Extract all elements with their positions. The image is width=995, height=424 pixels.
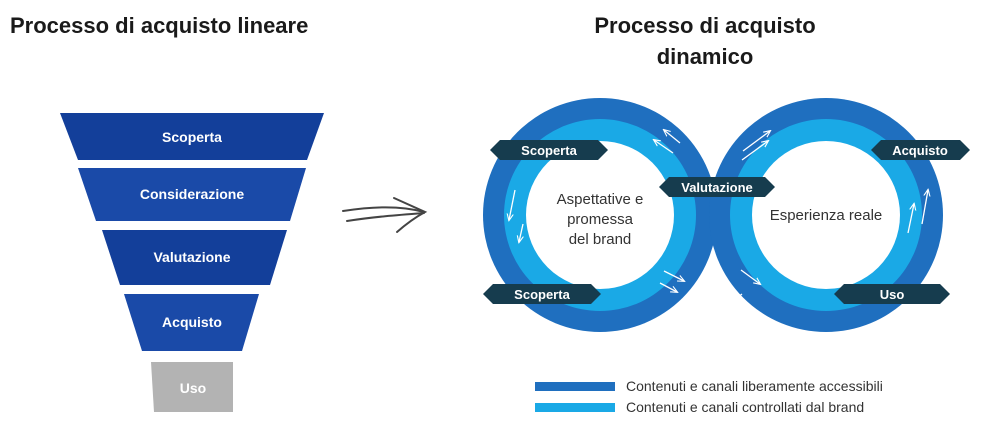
flow-arrow-icon: [654, 140, 674, 154]
tag-shape: [483, 284, 601, 304]
tag-bottom-right-uso: Uso: [834, 284, 950, 304]
tag-center-valutazione: Valutazione: [659, 177, 775, 197]
dynamic-title-line1: Processo di acquisto: [594, 13, 815, 38]
tag-shape: [834, 284, 950, 304]
tag-shape: [659, 177, 775, 197]
flow-arrow-icon: [519, 223, 523, 242]
flow-arrow-icon: [907, 204, 914, 234]
linear-title: Processo di acquisto lineare: [10, 13, 308, 38]
funnel-stage-considerazione: [78, 168, 306, 221]
linear-funnel: Scoperta Considerazione Valutazione Acqu…: [60, 113, 324, 412]
tag-bottom-left-scoperta: Scoperta: [483, 284, 601, 304]
flow-arrow-icon: [740, 269, 760, 284]
flow-arrow-icon: [742, 131, 770, 152]
legend-swatch-controlled: [535, 403, 615, 412]
legend: Contenuti e canali liberamente accessibi…: [535, 378, 883, 415]
flow-arrow-icon: [726, 293, 743, 307]
tag-top-right-acquisto: Acquisto: [871, 140, 970, 160]
legend-swatch-accessible: [535, 382, 615, 391]
tag-shape: [490, 140, 608, 160]
tag-label: Uso: [880, 287, 905, 302]
dynamic-title-line2: dinamico: [657, 44, 754, 69]
flow-arrow-icon: [921, 190, 928, 225]
tag-shape: [871, 140, 970, 160]
tag-label: Scoperta: [521, 143, 577, 158]
funnel-label-considerazione: Considerazione: [140, 186, 244, 202]
left-circle-text-line3: del brand: [569, 231, 632, 248]
tag-label: Acquisto: [892, 143, 948, 158]
flow-arrow-icon: [659, 282, 677, 292]
funnel-label-scoperta: Scoperta: [162, 129, 222, 145]
right-ring-center: [752, 141, 900, 289]
funnel-stage-acquisto: [124, 294, 259, 351]
funnel-stage-scoperta: [60, 113, 324, 160]
tag-top-left-scoperta: Scoperta: [490, 140, 608, 160]
funnel-label-uso: Uso: [180, 380, 206, 396]
flow-arrow-icon: [664, 130, 681, 144]
left-circle-text-line2: promessa: [567, 211, 634, 228]
funnel-stage-valutazione: [102, 230, 287, 285]
transition-arrow-icon: [342, 197, 428, 233]
tag-label: Valutazione: [681, 180, 753, 195]
infinity-loop: [483, 98, 943, 332]
flow-arrows: [509, 130, 928, 307]
left-circle-text-line1: Aspettative e: [557, 191, 644, 208]
flow-arrow-icon: [509, 189, 516, 220]
funnel-label-acquisto: Acquisto: [162, 314, 222, 330]
legend-label-accessible: Contenuti e canali liberamente accessibi…: [626, 378, 883, 394]
legend-label-controlled: Contenuti e canali controllati dal brand: [626, 399, 864, 415]
left-ring-center: [526, 141, 674, 289]
funnel-label-valutazione: Valutazione: [153, 249, 230, 265]
flow-arrow-icon: [663, 270, 684, 281]
right-circle-text: Esperienza reale: [770, 207, 883, 224]
flow-arrow-icon: [741, 141, 768, 161]
tag-label: Scoperta: [514, 287, 570, 302]
funnel-stage-uso: [151, 362, 233, 412]
